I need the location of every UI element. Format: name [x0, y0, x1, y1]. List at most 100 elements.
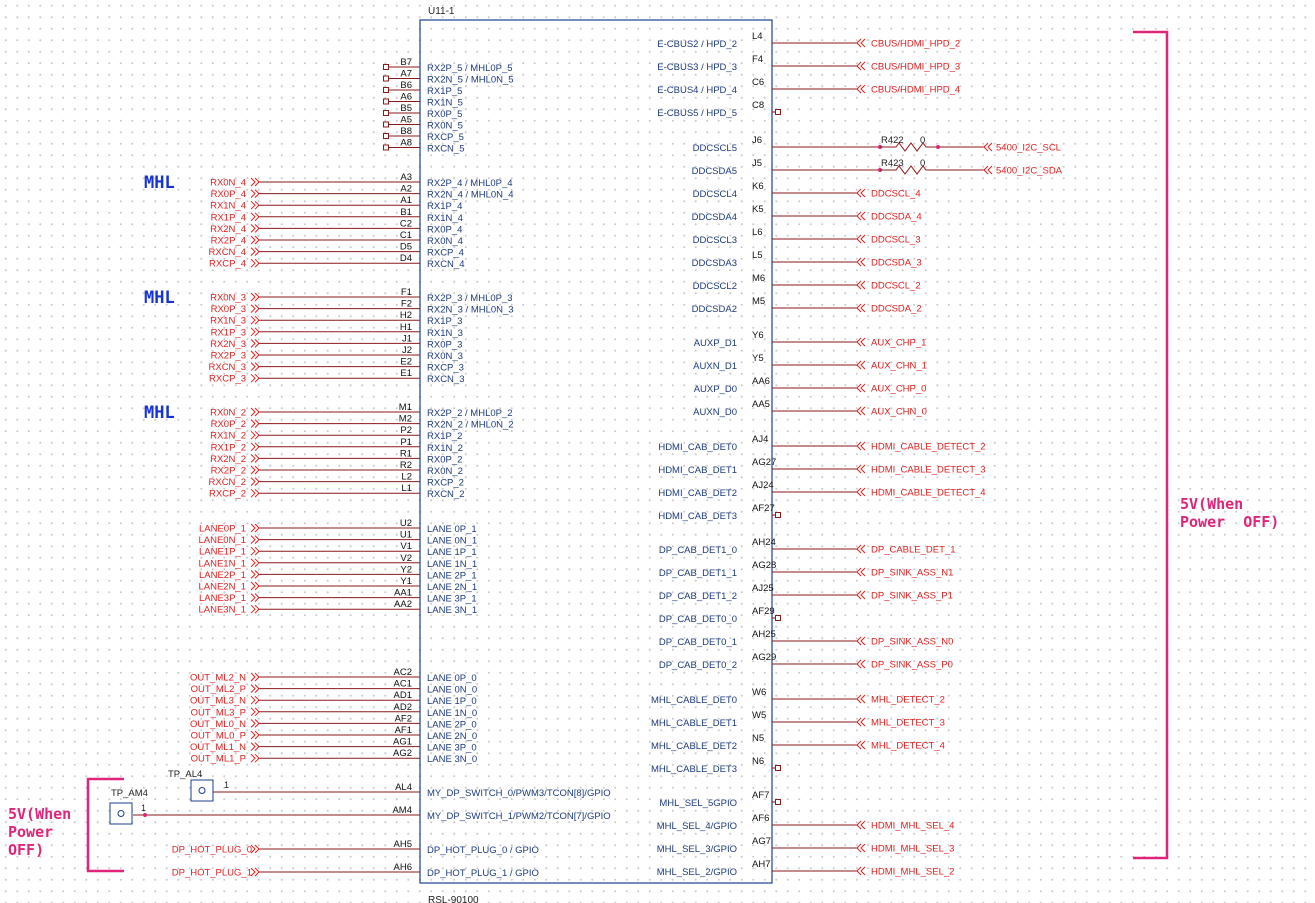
pin-name-P2: RX1P_2 — [427, 431, 462, 442]
pin-name-A1: RX1P_4 — [427, 201, 462, 212]
net-label-DP_HOT_PLUG_0: DP_HOT_PLUG_0 — [172, 845, 252, 856]
net-label-5400_I2C_SDA: 5400_I2C_SDA — [996, 166, 1063, 177]
net-arrow-A2-chevron-a — [250, 189, 256, 198]
pin-number-AF1: AF1 — [395, 725, 412, 736]
nc-pin-name-A7: RX2N_5 / MHL0N_5 — [427, 75, 514, 86]
pin-number-Y1: Y1 — [400, 576, 412, 587]
pin-name-N6: MHL_CABLE_DET3 — [651, 764, 737, 775]
net-label-HDMI_MHL_SEL_2: HDMI_MHL_SEL_2 — [871, 867, 954, 878]
net-label-DDCSDA_4: DDCSDA_4 — [871, 212, 922, 223]
pin-number-H1: H1 — [400, 322, 412, 333]
net-label-LANE0N_1: LANE0N_1 — [198, 535, 246, 546]
net-arrow-J5-chevron-a — [987, 165, 993, 175]
pin-number-C6: C6 — [752, 77, 764, 88]
pin-number-J6: J6 — [752, 135, 762, 146]
pin-number-M1: M1 — [399, 402, 412, 413]
net-arrow-V2-chevron-b — [254, 558, 260, 568]
net-arrow-AD1-chevron-b — [254, 695, 260, 705]
pin-number-R1: R1 — [400, 448, 412, 459]
net-arrow-AA1-chevron-a — [250, 593, 256, 602]
pin-number-B1: B1 — [400, 207, 412, 218]
pin-name-W6: MHL_CABLE_DET0 — [651, 695, 737, 706]
net-arrow-J6-chevron-a — [987, 142, 993, 152]
pin-number-AA6: AA6 — [752, 376, 770, 387]
net-label-HDMI_MHL_SEL_4: HDMI_MHL_SEL_4 — [871, 821, 954, 832]
net-arrow-AD1-chevron-a — [250, 695, 256, 705]
net-arrow-AG2-chevron-b — [254, 753, 260, 763]
pin-number-AA2: AA2 — [394, 599, 412, 610]
net-arrow-M1-chevron-a — [250, 407, 256, 417]
pin-number-Y6: Y6 — [752, 330, 764, 341]
net-arrow-AF2-chevron-a — [250, 719, 256, 728]
pin-number-J1: J1 — [402, 333, 412, 344]
net-arrow-C1-chevron-a — [250, 235, 256, 245]
pin-number-D5: D5 — [400, 242, 412, 253]
nc-terminal-A8 — [383, 144, 389, 151]
testpoint-al4-label: TP_AL4 — [168, 769, 202, 780]
net-arrow-AC1-chevron-a — [250, 684, 256, 693]
net-label-HDMI_MHL_SEL_3: HDMI_MHL_SEL_3 — [871, 844, 954, 855]
net-arrow-K6-chevron-b — [856, 188, 862, 198]
net-arrow-Y6-chevron-b — [856, 337, 862, 347]
net-label-RX1P_2: RX1P_2 — [211, 442, 246, 453]
net-arrow-K6-chevron-a — [860, 188, 866, 198]
net-label-LANE2P_1: LANE2P_1 — [199, 570, 246, 581]
five-v-note-left: 5V(When Power OFF) — [8, 805, 72, 859]
resistor-R423 — [880, 165, 940, 175]
net-arrow-J2-chevron-b — [254, 350, 260, 360]
net-label-AUX_CHP_0: AUX_CHP_0 — [871, 384, 926, 395]
net-label-MHL_DETECT_4: MHL_DETECT_4 — [871, 741, 945, 752]
net-arrow-AF6-chevron-b — [856, 820, 862, 830]
pin-name-AD2: LANE 1N_0 — [427, 708, 477, 719]
net-label-OUT_ML3_N: OUT_ML3_N — [190, 696, 246, 707]
net-arrow-AH7-chevron-b — [856, 866, 862, 876]
net-arrow-U2-chevron-b — [254, 523, 260, 533]
pin-number-AF29: AF29 — [752, 606, 775, 617]
net-arrow-P2-chevron-b — [254, 430, 260, 440]
pin-number-R2: R2 — [400, 460, 412, 471]
net-arrow-AJ24-chevron-b — [856, 487, 862, 497]
net-arrow-AG2-chevron-a — [250, 753, 256, 763]
net-label-HDMI_CABLE_DETECT_2: HDMI_CABLE_DETECT_2 — [871, 442, 986, 453]
net-arrow-AA6-chevron-b — [856, 383, 862, 393]
pin-name-C1: RX0N_4 — [427, 236, 463, 247]
resistor-ref-R422: R422 — [881, 135, 904, 146]
net-label-LANE3P_1: LANE3P_1 — [199, 593, 246, 604]
net-arrow-AC2-chevron-b — [254, 672, 260, 682]
ic-body — [419, 19, 773, 884]
nc-terminal-AF27 — [775, 512, 781, 518]
pin-name-V2: LANE 1N_1 — [427, 559, 477, 570]
pin-name-L4: E-CBUS2 / HPD_2 — [657, 39, 737, 50]
pin-number-L5: L5 — [752, 250, 763, 261]
nc-terminal-N6 — [775, 765, 781, 771]
pin-name-AJ25: DP_CAB_DET1_2 — [659, 591, 737, 602]
pin-name-AG2: LANE 3N_0 — [427, 754, 477, 765]
net-label-OUT_ML1_P: OUT_ML1_P — [191, 754, 246, 765]
pin-number-AH5: AH5 — [394, 839, 412, 850]
pin-name-J1: RX0P_3 — [427, 339, 462, 350]
five-v-note-right: 5V(When Power OFF) — [1180, 495, 1280, 531]
net-label-LANE3N_1: LANE3N_1 — [198, 605, 246, 616]
nc-pin-number-B5: B5 — [400, 103, 412, 114]
nc-pin-number-B8: B8 — [400, 126, 412, 137]
pin-name-H2: RX1P_3 — [427, 316, 462, 327]
pin-name-B1: RX1N_4 — [427, 213, 463, 224]
pin-number-H2: H2 — [400, 310, 412, 321]
net-label-DP_HOT_PLUG_1: DP_HOT_PLUG_1 — [172, 868, 252, 879]
net-arrow-AG29-chevron-b — [856, 659, 862, 669]
net-arrow-E2-chevron-b — [254, 362, 260, 371]
net-arrow-AG28-chevron-a — [860, 567, 866, 577]
net-label-HDMI_CABLE_DETECT_4: HDMI_CABLE_DETECT_4 — [871, 488, 986, 499]
nc-pin-name-A8: RXCN_5 — [427, 144, 465, 155]
bracket-left-5v — [86, 777, 124, 873]
part-ref-label: U11-1 — [428, 6, 455, 17]
net-arrow-L1-chevron-a — [250, 488, 256, 498]
net-arrow-AG27-chevron-a — [860, 464, 866, 474]
pin-name-C6: E-CBUS4 / HPD_4 — [657, 85, 737, 96]
pin-name-AC1: LANE 0N_0 — [427, 685, 477, 696]
net-label-RX2N_3: RX2N_3 — [210, 339, 246, 350]
net-label-MHL_DETECT_3: MHL_DETECT_3 — [871, 718, 945, 729]
net-arrow-F2-chevron-a — [250, 304, 256, 313]
net-arrow-J6-chevron-b — [983, 142, 989, 152]
pin-number-F4: F4 — [752, 54, 763, 65]
